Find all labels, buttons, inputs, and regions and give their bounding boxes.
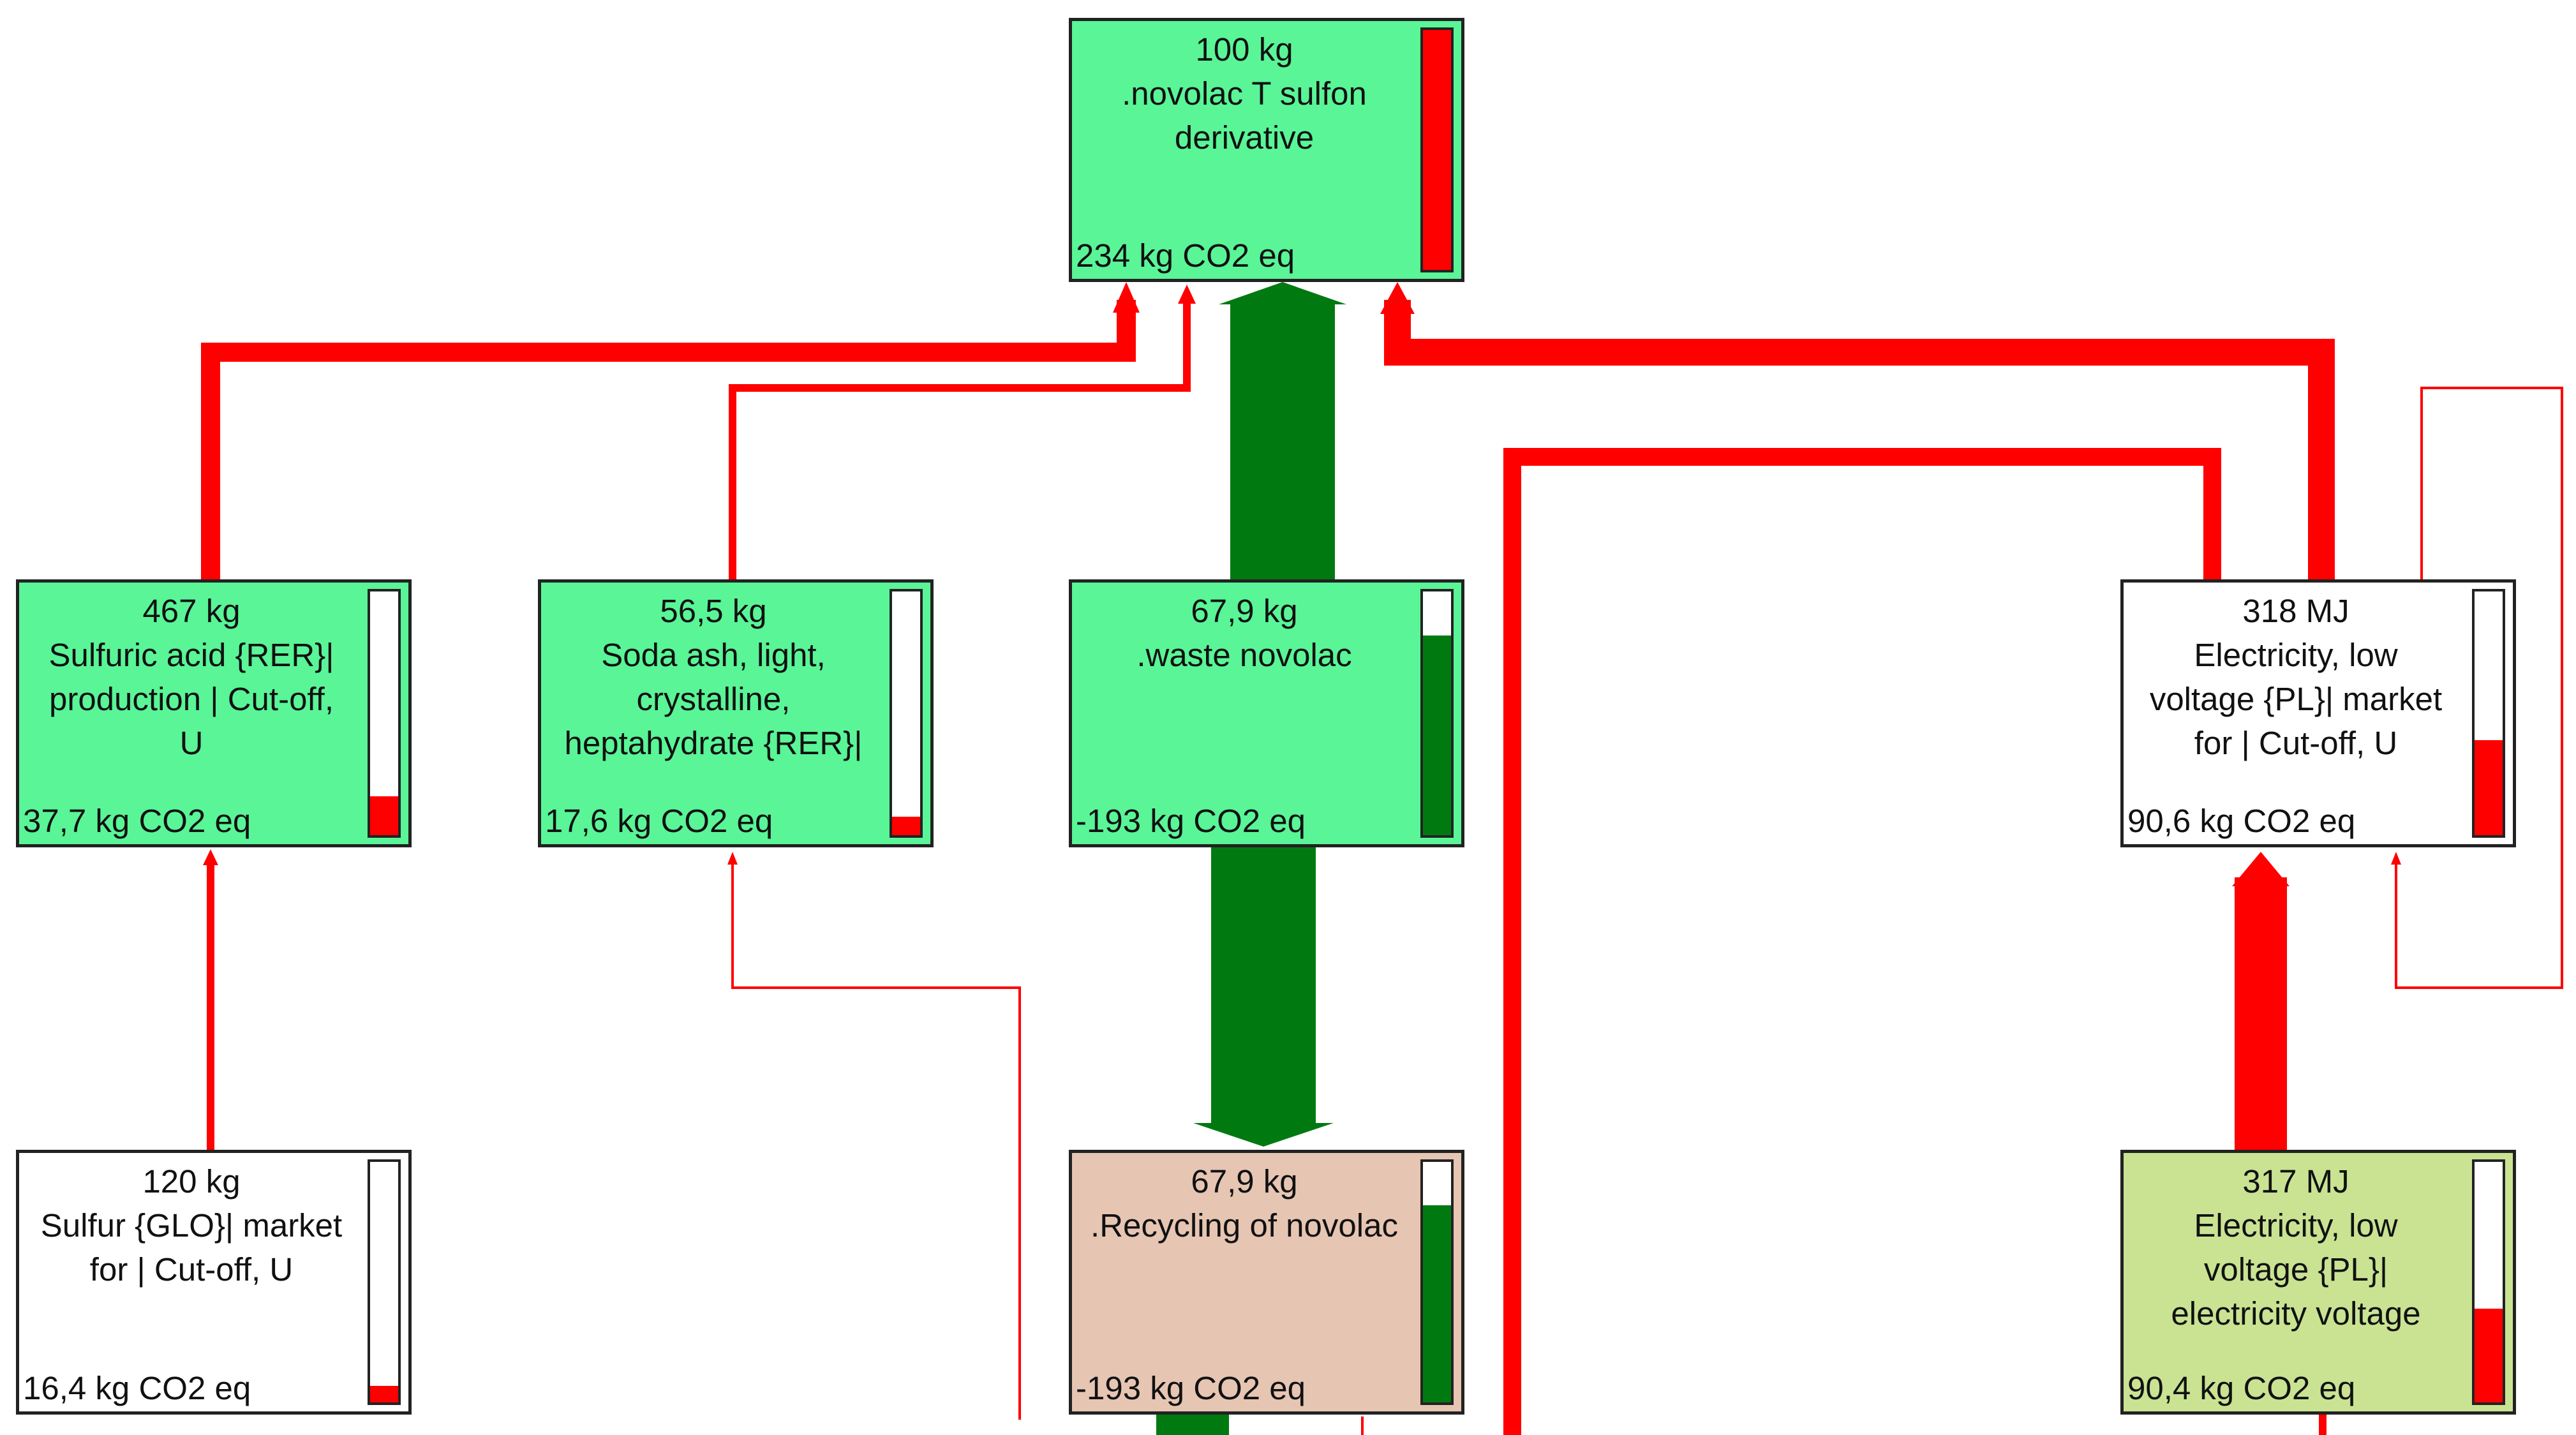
flow-electricity-self-loop [2395, 387, 2563, 989]
process-node-sulfur[interactable]: 120 kg Sulfur {GLO}| market for | Cut-of… [16, 1150, 412, 1415]
impact-gauge [1420, 1159, 1454, 1405]
arrow-electricity-self-loop [2391, 852, 2401, 865]
node-name-line: U [179, 725, 204, 761]
impact-gauge [368, 589, 401, 838]
node-info: 67,9 kg .Recycling of novolac [1072, 1159, 1417, 1247]
node-amount: 467 kg [142, 593, 241, 629]
node-info: 56,5 kg Soda ash, light, crystalline, he… [541, 589, 886, 765]
impact-gauge-fill [1423, 1205, 1451, 1402]
credit-flow-below-recycling [1156, 1411, 1229, 1435]
node-name-line: electricity voltage [2171, 1295, 2421, 1332]
impact-gauge-fill [370, 1385, 398, 1402]
node-info: 318 MJ Electricity, low voltage {PL}| ma… [2124, 589, 2468, 765]
node-name-line: derivative [1174, 119, 1314, 156]
credit-flow-recycling-to-waste [1193, 845, 1334, 1147]
node-amount: 317 MJ [2242, 1163, 2349, 1200]
node-score: -193 kg CO2 eq [1076, 1370, 1306, 1406]
node-amount: 67,9 kg [1191, 593, 1298, 629]
flow-input-to-soda [731, 858, 1021, 1420]
node-score: 16,4 kg CO2 eq [23, 1370, 251, 1406]
node-amount: 67,9 kg [1191, 1163, 1298, 1200]
node-score: 17,6 kg CO2 eq [545, 803, 773, 839]
arrow-sulfuric-to-novolac [1113, 282, 1140, 313]
arrow-sulfur-to-sulfuric [203, 849, 218, 865]
impact-gauge [1420, 589, 1454, 838]
node-name-line: Electricity, low [2194, 637, 2398, 673]
impact-gauge-fill [892, 817, 920, 835]
process-node-recycling-novolac[interactable]: 67,9 kg .Recycling of novolac -193 kg CO… [1069, 1150, 1464, 1415]
node-name-line: voltage {PL}| [2203, 1251, 2388, 1288]
process-node-electricity-voltage[interactable]: 317 MJ Electricity, low voltage {PL}| el… [2120, 1150, 2516, 1415]
node-score: 90,4 kg CO2 eq [2127, 1370, 2356, 1406]
impact-gauge [2472, 1159, 2505, 1405]
node-score: 37,7 kg CO2 eq [23, 803, 251, 839]
node-info: 100 kg .novolac T sulfon derivative [1072, 27, 1417, 160]
node-amount: 120 kg [142, 1163, 241, 1200]
node-info: 317 MJ Electricity, low voltage {PL}| el… [2124, 1159, 2468, 1335]
arrow-soda-to-novolac [1178, 285, 1196, 304]
process-node-soda-ash[interactable]: 56,5 kg Soda ash, light, crystalline, he… [538, 579, 934, 847]
node-name-line: for | Cut-off, U [89, 1251, 294, 1288]
impact-gauge [890, 589, 923, 838]
process-node-waste-novolac[interactable]: 67,9 kg .waste novolac -193 kg CO2 eq [1069, 579, 1464, 847]
node-name-line: production | Cut-off, [48, 681, 334, 717]
node-score: 234 kg CO2 eq [1076, 237, 1295, 274]
node-name-line: heptahydrate {RER}| [564, 725, 863, 761]
node-name-line: voltage {PL}| market [2149, 681, 2443, 717]
impact-gauge-fill [2475, 1308, 2503, 1402]
impact-gauge [368, 1159, 401, 1405]
node-name-line: Soda ash, light, [601, 637, 826, 673]
impact-gauge-fill [1423, 30, 1451, 270]
node-info: 120 kg Sulfur {GLO}| market for | Cut-of… [19, 1159, 364, 1291]
impact-gauge-fill [370, 796, 398, 835]
node-name-line: .Recycling of novolac [1091, 1207, 1398, 1244]
process-node-novolac-sulfon[interactable]: 100 kg .novolac T sulfon derivative 234 … [1069, 18, 1464, 282]
flow-soda-to-novolac [729, 296, 1191, 579]
flow-bottom-to-electricity-market [1503, 448, 2221, 1435]
node-info: 467 kg Sulfuric acid {RER}| production |… [19, 589, 364, 765]
node-info: 67,9 kg .waste novolac [1072, 589, 1417, 677]
impact-gauge [1420, 27, 1454, 272]
node-name-line: .novolac T sulfon [1122, 75, 1367, 112]
process-node-sulfuric-acid[interactable]: 467 kg Sulfuric acid {RER}| production |… [16, 579, 412, 847]
node-amount: 100 kg [1195, 31, 1293, 68]
node-amount: 318 MJ [2242, 593, 2349, 629]
node-name-line: .waste novolac [1136, 637, 1352, 673]
process-node-electricity-market[interactable]: 318 MJ Electricity, low voltage {PL}| ma… [2120, 579, 2516, 847]
flow-electricity-to-novolac [1384, 300, 2335, 579]
impact-gauge [2472, 589, 2505, 838]
arrow-voltage-to-market [2232, 852, 2289, 886]
node-name-line: Sulfuric acid {RER}| [48, 637, 334, 673]
node-amount: 56,5 kg [660, 593, 767, 629]
flow-sulfuric-to-novolac [201, 300, 1136, 579]
credit-flow-waste-to-novolac [1219, 282, 1346, 579]
node-score: 90,6 kg CO2 eq [2127, 803, 2356, 839]
node-score: -193 kg CO2 eq [1076, 803, 1306, 839]
node-name-line: Sulfur {GLO}| market [40, 1207, 343, 1244]
arrow-electricity-to-novolac [1380, 282, 1415, 314]
arrow-input-to-soda [727, 852, 738, 865]
node-name-line: for | Cut-off, U [2194, 725, 2398, 761]
node-name-line: Electricity, low [2194, 1207, 2398, 1244]
impact-gauge-fill [2475, 740, 2503, 835]
impact-gauge-fill [1423, 635, 1451, 835]
node-name-line: crystalline, [636, 681, 791, 717]
